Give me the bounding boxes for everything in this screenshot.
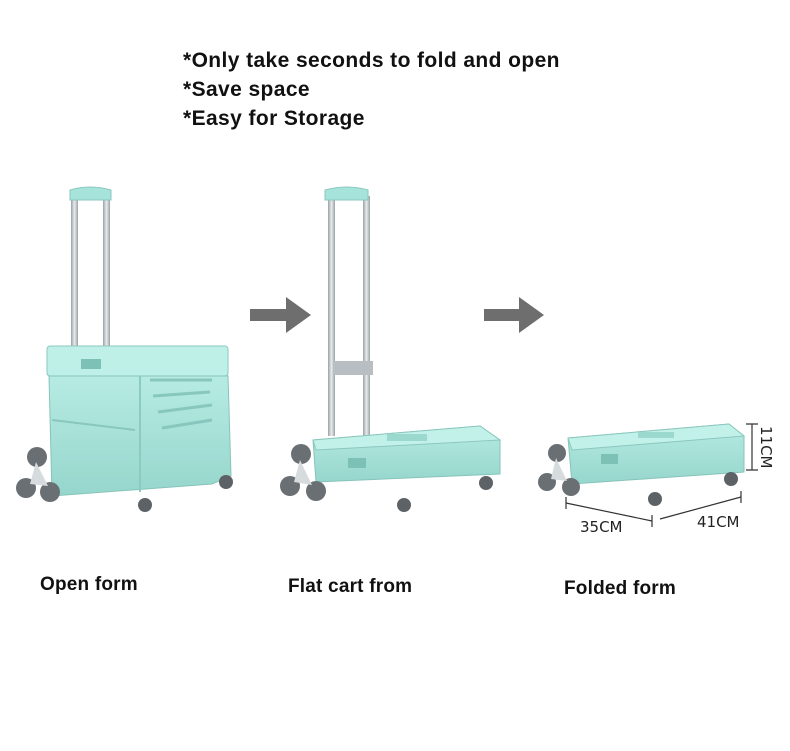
flat-wheel-right bbox=[479, 476, 493, 490]
feature-storage: *Easy for Storage bbox=[183, 107, 365, 130]
arrow-right-icon bbox=[484, 297, 544, 333]
flat-wheel-back bbox=[397, 498, 411, 512]
dimension-width-label: 35CM bbox=[580, 518, 623, 536]
folded-stair-wheel bbox=[538, 444, 580, 496]
feature-fold: *Only take seconds to fold and open bbox=[183, 49, 560, 72]
open-form-cart bbox=[16, 186, 233, 512]
caption-open-form: Open form bbox=[40, 574, 138, 595]
open-box-lid bbox=[46, 345, 229, 377]
flat-handle-bracket bbox=[333, 361, 373, 375]
caption-flat-cart: Flat cart from bbox=[288, 576, 413, 597]
folded-front-slot bbox=[601, 454, 618, 464]
flat-front-slot bbox=[348, 458, 366, 468]
flat-handle-grip bbox=[324, 186, 369, 201]
flat-handle-right bbox=[363, 196, 370, 436]
dimension-line-depth bbox=[659, 496, 742, 520]
open-wheel-right bbox=[219, 475, 233, 489]
dimension-line-width bbox=[565, 502, 653, 522]
open-handle-left bbox=[71, 196, 78, 346]
feature-space: *Save space bbox=[183, 78, 310, 101]
open-handle-right bbox=[103, 196, 110, 346]
dimension-depth-label: 41CM bbox=[697, 513, 740, 531]
open-handle-grip bbox=[69, 186, 112, 201]
open-lid-slot bbox=[81, 359, 101, 369]
feature-list: *Only take seconds to fold and open *Sav… bbox=[183, 46, 560, 133]
folded-wheel-back bbox=[648, 492, 662, 506]
flat-cart bbox=[280, 186, 502, 512]
flat-handle-left bbox=[328, 196, 335, 436]
flat-stair-wheel bbox=[280, 444, 326, 501]
arrow-right-icon bbox=[250, 297, 311, 333]
open-wheel-back bbox=[138, 498, 152, 512]
caption-folded-form: Folded form bbox=[564, 578, 676, 599]
dimension-height-label: 11CM bbox=[757, 426, 775, 469]
folded-wheel-right bbox=[724, 472, 738, 486]
folded-cart bbox=[538, 423, 758, 527]
open-stair-wheel bbox=[16, 447, 60, 502]
